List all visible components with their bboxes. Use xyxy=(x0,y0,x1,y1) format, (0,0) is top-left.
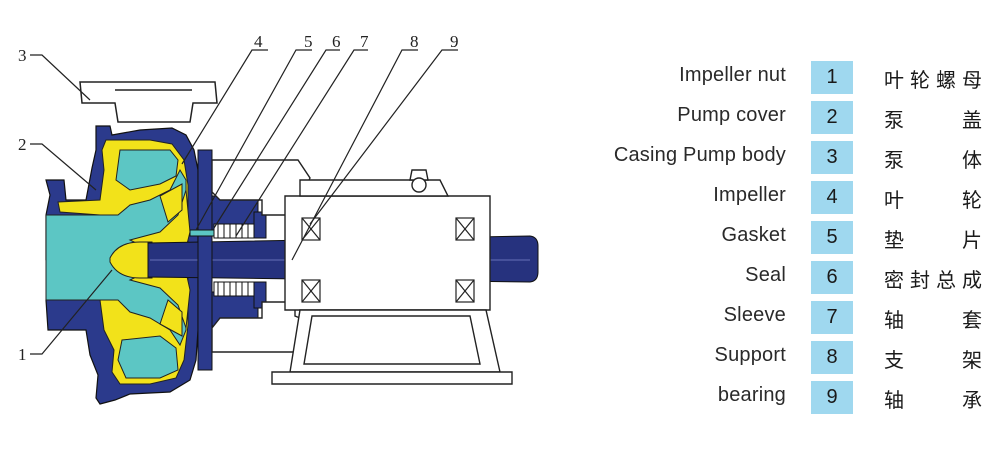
support-bracket xyxy=(211,159,513,385)
part-number-badge: 3 xyxy=(811,141,853,174)
impeller-nut xyxy=(109,241,153,279)
part-name-english: Impeller nut xyxy=(679,64,786,86)
callout-3: 3 xyxy=(18,46,27,65)
part-name-chinese: 叶轮 xyxy=(884,190,982,212)
part-name-chinese: 叶轮螺母 xyxy=(884,70,982,92)
callout-2: 2 xyxy=(18,135,27,154)
part-number-badge: 7 xyxy=(811,301,853,334)
legend-row-8: Support 8 支架 xyxy=(596,338,996,378)
part-name-chinese: 泵盖 xyxy=(884,110,982,132)
legend-row-2: Pump cover 2 泵盖 xyxy=(596,98,996,138)
part-number-badge: 4 xyxy=(811,181,853,214)
callout-8: 8 xyxy=(410,32,419,51)
part-name-chinese: 支架 xyxy=(884,350,982,372)
legend-row-4: Impeller 4 叶轮 xyxy=(596,178,996,218)
part-name-english: Support xyxy=(714,344,786,366)
callout-7: 7 xyxy=(360,32,369,51)
legend-row-5: Gasket 5 垫片 xyxy=(596,218,996,258)
part-name-english: Gasket xyxy=(721,224,786,246)
bearings xyxy=(301,217,475,303)
callout-1: 1 xyxy=(18,345,27,364)
leader-lines xyxy=(30,49,458,355)
part-name-english: Impeller xyxy=(713,184,786,206)
callout-5: 5 xyxy=(304,32,313,51)
part-name-chinese: 泵体 xyxy=(884,150,982,172)
part-number-badge: 8 xyxy=(811,341,853,374)
legend-row-3: Casing Pump body 3 泵体 xyxy=(596,138,996,178)
discharge-flange xyxy=(79,81,218,123)
part-name-chinese: 轴套 xyxy=(884,310,982,332)
callout-9: 9 xyxy=(450,32,459,51)
part-number-badge: 1 xyxy=(811,61,853,94)
legend-row-9: bearing 9 轴承 xyxy=(596,378,996,418)
legend-row-1: Impeller nut 1 叶轮螺母 xyxy=(596,58,996,98)
part-name-chinese: 垫片 xyxy=(884,230,982,252)
pump-cross-section-diagram: 3 2 1 4 5 6 7 8 9 xyxy=(18,32,539,405)
part-number-badge: 9 xyxy=(811,381,853,414)
parts-legend: Impeller nut 1 叶轮螺母 Pump cover 2 泵盖 Casing Pum… xyxy=(596,58,996,418)
part-name-english: Pump cover xyxy=(677,104,786,126)
callout-4: 4 xyxy=(254,32,263,51)
part-number-badge: 6 xyxy=(811,261,853,294)
part-name-chinese: 密封总成 xyxy=(884,270,982,292)
part-name-chinese: 轴承 xyxy=(884,390,982,412)
legend-row-7: Sleeve 7 轴套 xyxy=(596,298,996,338)
volute-chamber xyxy=(115,149,179,191)
part-name-english: Seal xyxy=(745,264,786,286)
part-name-english: Sleeve xyxy=(723,304,786,326)
part-number-badge: 5 xyxy=(811,221,853,254)
legend-row-6: Seal 6 密封总成 xyxy=(596,258,996,298)
part-name-english: bearing xyxy=(717,384,786,406)
callout-6: 6 xyxy=(332,32,341,51)
part-name-english: Casing Pump body xyxy=(613,144,786,166)
volute-chamber-lower xyxy=(117,335,179,379)
part-number-badge: 2 xyxy=(811,101,853,134)
